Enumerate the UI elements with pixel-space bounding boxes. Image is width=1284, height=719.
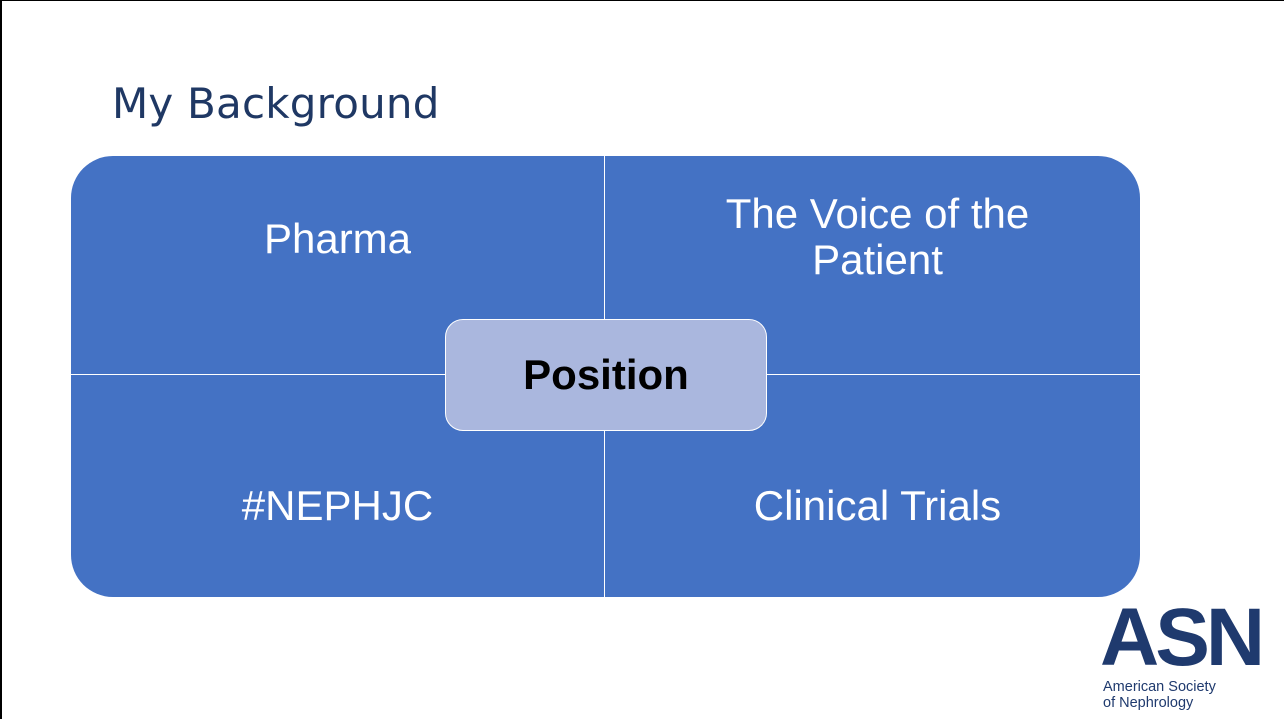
center-position-box: Position (445, 319, 767, 431)
asn-logo-line1: American Society (1103, 679, 1216, 695)
asn-logo-subtitle: American Society of Nephrology (1100, 679, 1250, 711)
slide-title: My Background (112, 79, 440, 128)
quadrant-voice-line1: The Voice of the (725, 190, 1030, 237)
quadrant-clinical-trials-label: Clinical Trials (753, 482, 1002, 529)
center-position-label: Position (523, 351, 689, 398)
asn-logo: ASN American Society of Nephrology (1100, 592, 1265, 712)
asn-logo-line2: of Nephrology (1103, 695, 1194, 711)
quadrant-pharma: Pharma (71, 156, 605, 375)
quadrant-clinical-trials: Clinical Trials (605, 375, 1140, 597)
quadrant-pharma-label: Pharma (263, 215, 412, 262)
quadrant-nephjc-label: #NEPHJC (241, 482, 434, 529)
quadrant-voice-line2: Patient (812, 236, 943, 283)
asn-logo-mark: ASN (1100, 592, 1265, 683)
